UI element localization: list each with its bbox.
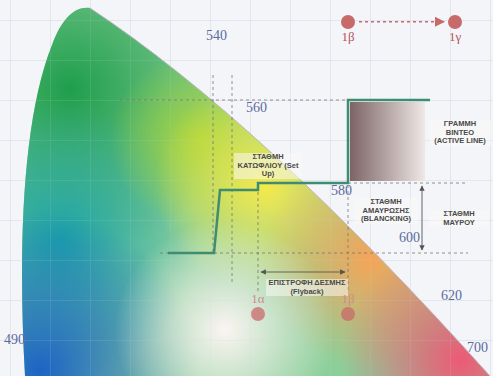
callout-circle: 1β — [340, 14, 356, 44]
wavelength-number: 700 — [466, 340, 489, 356]
circle-marker — [250, 306, 266, 322]
circle-marker — [340, 306, 356, 322]
wavelength-number: 490 — [3, 332, 26, 348]
callout-number: 1α — [251, 292, 264, 306]
callout-circle: 1β — [340, 292, 356, 322]
level-label: ΣΤΑΘΜΗ ΚΑΤΩΦΛΙΟΥ (Set Up) — [234, 153, 302, 179]
wavelength-number: 560 — [245, 100, 268, 116]
flyback-label: ΕΠΙΣΤΡΟΦΗ ΔΕΣΜΗΣ (Flyback) — [266, 279, 348, 296]
level-label: ΓΡΑΜΜΗ ΒΙΝΤΕΟ (ACTIVE LINE) — [429, 120, 491, 146]
circle-marker — [447, 14, 463, 30]
callout-number: 1β — [341, 292, 354, 306]
wavelength-number: 580 — [330, 183, 353, 199]
level-label: ΣΤΑΘΜΗ ΜΑΥΡΟΥ — [429, 210, 489, 227]
dashed-arrow — [359, 21, 444, 23]
callout-number: 1β — [341, 30, 354, 44]
circle-marker — [340, 14, 356, 30]
callout-circle: 1α — [250, 292, 266, 322]
callout-number: 1γ — [449, 30, 461, 44]
level-label: ΣΤΑΘΜΗ ΑΜΑΥΡΩΣΗΣ (BLANCKING) — [354, 198, 418, 224]
wavelength-number: 600 — [398, 230, 421, 246]
wavelength-number: 540 — [205, 28, 228, 44]
wavelength-number: 620 — [440, 288, 463, 304]
callout-circle: 1γ — [447, 14, 463, 44]
